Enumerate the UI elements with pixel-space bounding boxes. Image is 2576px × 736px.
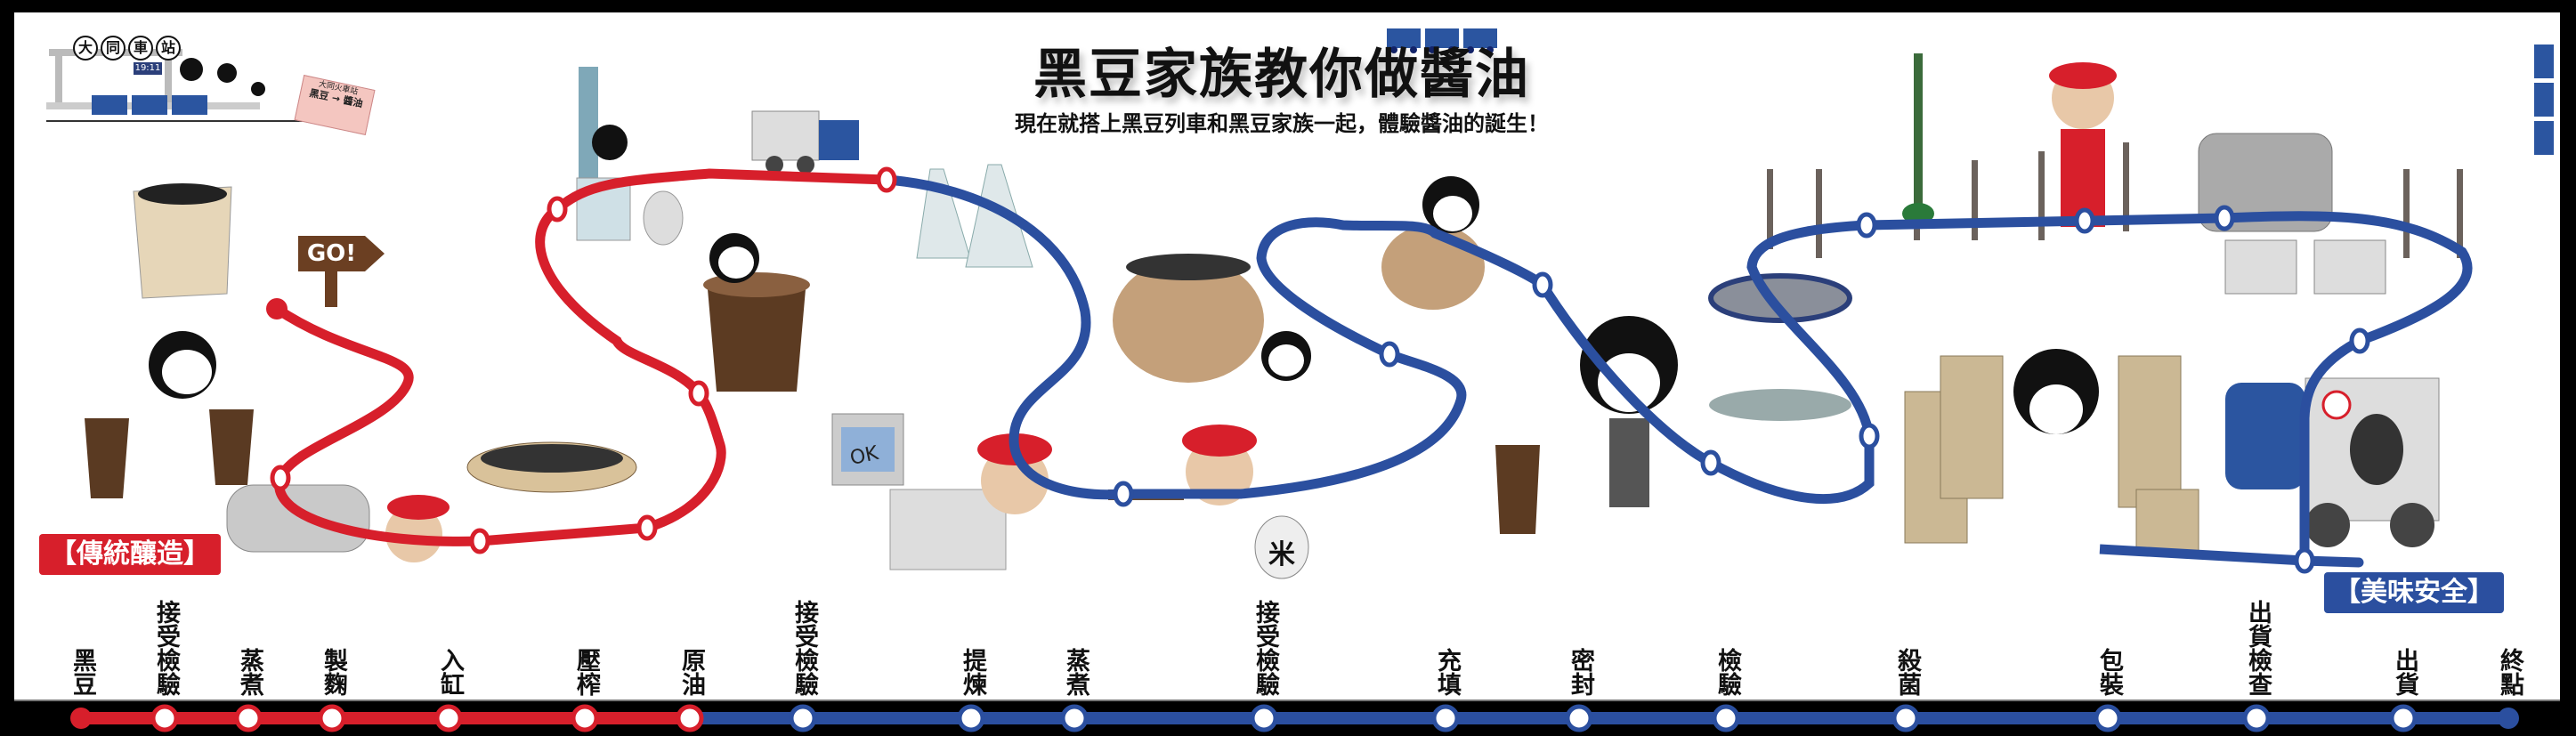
track-stop [1250, 704, 1278, 732]
panel-bottom-line [14, 700, 2560, 701]
route-stop [1113, 481, 1134, 507]
filling-machine [1708, 273, 1852, 323]
track-stop [789, 704, 817, 732]
steam-pot [1113, 258, 1264, 383]
press-machine [579, 67, 598, 182]
jar-left [85, 418, 129, 498]
route-stop [1700, 449, 1721, 476]
brand-logo [2321, 390, 2352, 420]
route-stop [270, 465, 291, 491]
sterilizer-tunnel [2198, 133, 2333, 232]
station-label: 接受檢驗 [790, 600, 818, 696]
route-stop [2294, 547, 2315, 574]
station-label: 接受檢驗 [1252, 600, 1279, 696]
route-stop [688, 380, 709, 407]
track-stop [2094, 704, 2122, 732]
track-stop [318, 704, 346, 732]
station-clock: 19:11 [134, 62, 162, 75]
delivery-truck [751, 110, 820, 161]
track-stop [1891, 704, 1920, 732]
rice-label: 米 [1268, 539, 1295, 570]
station-sign-char: 站 [156, 36, 181, 61]
bottle-capper [1914, 53, 1923, 205]
route-stop [547, 196, 568, 222]
red-route-line [271, 168, 892, 546]
track-stop [434, 704, 463, 732]
mascot-character [592, 125, 628, 160]
route-stop [2074, 207, 2095, 234]
route-stop [1859, 423, 1880, 449]
station-label: 密封 [1567, 648, 1594, 696]
station-label: 蒸煮 [236, 648, 263, 696]
side-train-icon [2534, 44, 2554, 155]
go-sign-post [325, 271, 337, 307]
blue-route-line [2099, 544, 2305, 566]
route-stop [876, 166, 897, 193]
bottom-track-stops [70, 704, 2519, 732]
route-stop [469, 528, 490, 554]
steamer-roller [226, 484, 370, 553]
safety-tag: 【美味安全】 [2324, 572, 2504, 613]
track-stop [1565, 704, 1593, 732]
route-stops [270, 166, 2370, 574]
station-label: 檢驗 [1713, 648, 1741, 696]
station-label: 提煉 [959, 648, 986, 696]
track-stop [2242, 704, 2271, 732]
station-sign-char: 同 [101, 36, 126, 61]
station-label: 出貨檢查 [2244, 600, 2272, 696]
go-sign: GO! [298, 236, 385, 271]
storage-jar [1495, 445, 1540, 534]
jar-right [209, 409, 254, 485]
track-stop [1712, 704, 1740, 732]
track-stop [2389, 704, 2418, 732]
cardboard-boxes [1904, 355, 2199, 553]
route-start-dot [266, 298, 288, 319]
shipping-truck [2225, 383, 2305, 489]
station-label: 出貨 [2391, 648, 2418, 696]
character-face [162, 350, 212, 394]
route-stop [636, 514, 658, 541]
track-stop [571, 704, 599, 732]
track-stop [1060, 704, 1089, 732]
track-stop [676, 704, 704, 732]
station-label: 黑豆 [69, 648, 96, 696]
track-stop [70, 708, 92, 729]
station-sign: 大 同 車 站 [73, 36, 181, 61]
page-title: 黑豆家族教你做醬油 [1033, 44, 1530, 106]
soybeans-icon [138, 183, 227, 205]
station-label: 充填 [1433, 648, 1461, 696]
station-label: 壓榨 [572, 648, 600, 696]
route-stop [1856, 212, 1877, 239]
station-label: 入缸 [436, 648, 464, 696]
route-stop [2349, 328, 2370, 354]
glass-bottle [965, 164, 1033, 268]
train-icon [1387, 28, 1497, 53]
route-stop [2214, 205, 2235, 231]
station-label: 蒸煮 [1062, 648, 1090, 696]
track-stop [234, 704, 263, 732]
station-label: 原油 [677, 648, 705, 696]
route-stop [1379, 341, 1400, 368]
station-label: 接受檢驗 [152, 600, 180, 696]
page-subtitle: 現在就搭上黑豆列車和黑豆家族一起，體驗醬油的誕生！ [1015, 111, 1549, 136]
blue-route-line [881, 174, 2473, 568]
station-label: 包裝 [2095, 648, 2123, 696]
station-sign-char: 大 [73, 36, 98, 61]
fermentation-barrel [708, 289, 806, 392]
traditional-brewing-tag: 【傳統釀造】 [39, 534, 221, 575]
girl-character [385, 505, 442, 562]
station-label: 殺菌 [1893, 648, 1921, 696]
rice-bag [1254, 515, 1309, 579]
track-stop [150, 704, 179, 732]
station-label: 製麴 [320, 648, 347, 696]
track-stop [957, 704, 985, 732]
track-stop [1431, 704, 1460, 732]
station-label: 終點 [2496, 648, 2523, 696]
route-stop [1532, 271, 1553, 298]
track-stop [2498, 708, 2519, 729]
station-sign-char: 車 [128, 36, 153, 61]
